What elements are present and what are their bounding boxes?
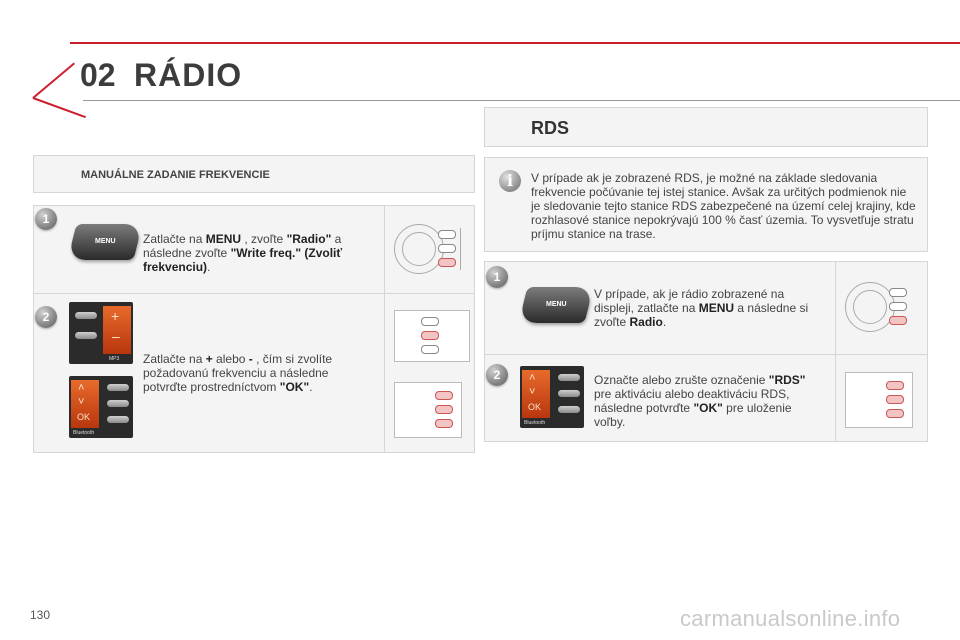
chevron-up-icon: ˄ xyxy=(78,382,85,394)
ok-pad-illustration-rds: ˄ ˅ OK Bluetooth xyxy=(520,366,584,428)
rds-info-text: V prípade ak je zobrazené RDS, je možné … xyxy=(531,171,916,241)
left-heading-panel: MANUÁLNE ZADANIE FREKVENCIE xyxy=(33,155,475,193)
image-column-divider-left xyxy=(384,206,385,452)
radio-unit-sketch xyxy=(392,214,472,284)
right-heading-panel: RDS xyxy=(484,107,928,147)
step-divider-left xyxy=(34,293,474,294)
chevron-down-icon: ˅ xyxy=(529,386,536,398)
left-step-1-text: Zatlačte na MENU , zvoľte "Radio" a násl… xyxy=(143,232,343,274)
step-divider-right xyxy=(485,354,927,355)
chapter-title: RÁDIO xyxy=(134,57,243,93)
header-rule-left-lower xyxy=(32,97,86,119)
left-steps-panel: MENU Zatlačte na MENU , zvoľte "Radio" a… xyxy=(33,205,475,453)
step-badge-left-2: 2 xyxy=(35,306,57,328)
header-rule-left-upper xyxy=(32,62,76,99)
step-badge-left-1: 1 xyxy=(35,208,57,230)
rds-info-panel: i V prípade ak je zobrazené RDS, je možn… xyxy=(484,157,928,252)
watermark: carmanualsonline.info xyxy=(680,606,901,631)
page-number: 130 xyxy=(30,608,51,622)
chevron-up-icon: ˄ xyxy=(529,372,536,384)
right-step-2-text: Označte alebo zrušte označenie "RDS" pre… xyxy=(594,373,806,429)
step-badge-right-1: 1 xyxy=(486,266,508,288)
step-badge-right-2: 2 xyxy=(486,364,508,386)
right-steps-panel: MENU V prípade, ak je rádio zobrazené na… xyxy=(484,261,928,442)
keypad-sketch-lower xyxy=(394,382,462,438)
radio-unit-sketch-rds xyxy=(843,272,923,342)
left-step-2-text: Zatlačte na + alebo - , čím si zvolíte p… xyxy=(143,352,333,394)
image-column-divider-right xyxy=(835,262,836,441)
menu-button-illustration: MENU xyxy=(67,224,143,260)
menu-button-illustration-rds: MENU xyxy=(518,287,594,323)
ok-pad-illustration: ˄ ˅ OK Bluetooth xyxy=(69,376,133,438)
left-heading: MANUÁLNE ZADANIE FREKVENCIE xyxy=(81,169,270,181)
keypad-sketch-rds xyxy=(845,372,913,428)
frequency-pad-illustration: + – MP3 xyxy=(69,302,133,364)
keypad-sketch-upper xyxy=(394,310,470,362)
chapter-number: 02 xyxy=(80,57,116,93)
header-rule-bottom xyxy=(83,100,960,101)
info-icon: i xyxy=(499,170,521,192)
rds-heading: RDS xyxy=(531,118,570,138)
right-step-1-text: V prípade, ak je rádio zobrazené na disp… xyxy=(594,287,809,329)
header-rule-top xyxy=(70,42,960,44)
chevron-down-icon: ˅ xyxy=(78,396,85,408)
